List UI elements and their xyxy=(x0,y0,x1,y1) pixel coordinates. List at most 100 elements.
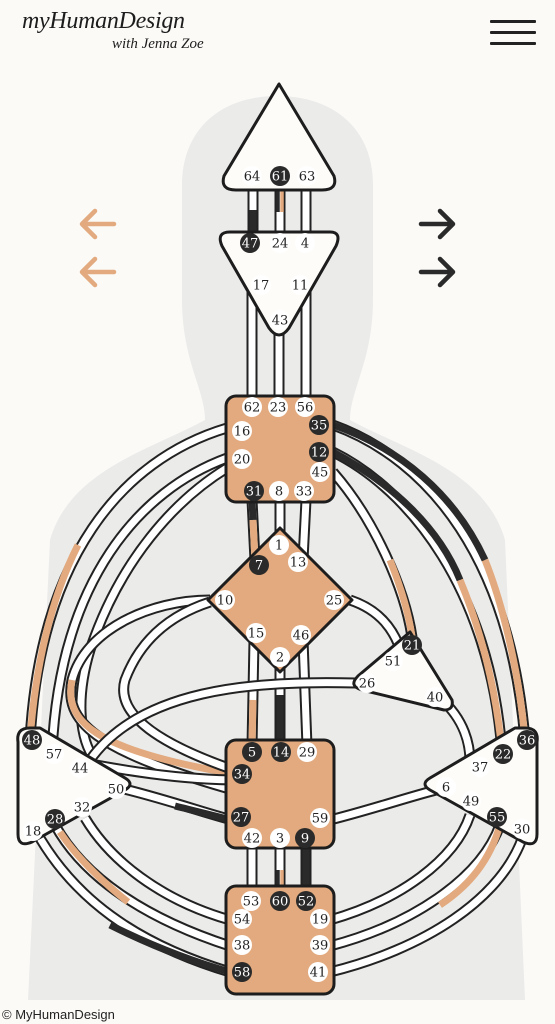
gate-circle xyxy=(461,791,481,811)
gate-circle xyxy=(232,449,252,469)
gate-17[interactable]: 17 xyxy=(251,275,271,295)
gate-6[interactable]: 6 xyxy=(436,777,456,797)
gate-number: 3 xyxy=(276,832,284,847)
gate-35[interactable]: 35 xyxy=(309,415,329,435)
gate-37[interactable]: 37 xyxy=(470,757,490,777)
gate-number: 59 xyxy=(312,812,329,827)
gate-60[interactable]: 60 xyxy=(270,891,290,911)
gate-circle xyxy=(269,535,289,555)
gate-circle xyxy=(517,730,537,750)
gate-number: 18 xyxy=(25,825,42,840)
gate-33[interactable]: 33 xyxy=(294,481,314,501)
gate-64[interactable]: 64 xyxy=(242,166,262,186)
gate-circle xyxy=(23,821,43,841)
gate-number: 53 xyxy=(243,895,260,910)
gate-46[interactable]: 46 xyxy=(291,625,311,645)
gate-circle xyxy=(240,233,260,253)
gate-5[interactable]: 5 xyxy=(242,742,262,762)
gate-57[interactable]: 57 xyxy=(44,744,64,764)
channel-59-6 xyxy=(328,784,438,826)
gate-9[interactable]: 9 xyxy=(295,828,315,848)
gate-number: 46 xyxy=(293,629,310,644)
gate-number: 13 xyxy=(290,556,307,571)
gate-22[interactable]: 22 xyxy=(493,744,513,764)
gate-1[interactable]: 1 xyxy=(269,535,289,555)
gate-21[interactable]: 21 xyxy=(402,635,422,655)
gate-23[interactable]: 23 xyxy=(268,397,288,417)
gate-circle xyxy=(308,962,328,982)
gate-45[interactable]: 45 xyxy=(310,462,330,482)
centers-layer xyxy=(16,82,539,996)
gate-48[interactable]: 48 xyxy=(22,730,42,750)
gate-47[interactable]: 47 xyxy=(240,233,260,253)
gate-31[interactable]: 31 xyxy=(244,481,264,501)
gate-58[interactable]: 58 xyxy=(232,962,252,982)
gate-32[interactable]: 32 xyxy=(72,797,92,817)
arrows-layer xyxy=(79,208,456,288)
gate-8[interactable]: 8 xyxy=(269,481,289,501)
hamburger-menu-icon[interactable] xyxy=(490,20,536,46)
gate-7[interactable]: 7 xyxy=(249,555,269,575)
gate-63[interactable]: 63 xyxy=(297,166,317,186)
gate-18[interactable]: 18 xyxy=(23,821,43,841)
gate-number: 29 xyxy=(299,746,316,761)
gate-circle xyxy=(493,744,513,764)
center-ajna xyxy=(218,230,340,337)
gate-52[interactable]: 52 xyxy=(296,891,316,911)
gate-number: 57 xyxy=(46,748,63,763)
gate-50[interactable]: 50 xyxy=(106,779,126,799)
logo-title[interactable]: myHumanDesign xyxy=(22,8,185,34)
gate-4[interactable]: 4 xyxy=(295,233,315,253)
gate-number: 17 xyxy=(253,279,270,294)
gate-number: 39 xyxy=(312,939,329,954)
gate-number: 25 xyxy=(326,594,343,609)
gate-25[interactable]: 25 xyxy=(324,590,344,610)
gate-39[interactable]: 39 xyxy=(310,935,330,955)
gate-49[interactable]: 49 xyxy=(461,791,481,811)
gate-10[interactable]: 10 xyxy=(215,590,235,610)
gate-circle xyxy=(249,555,269,575)
gate-38[interactable]: 38 xyxy=(232,935,252,955)
gate-27[interactable]: 27 xyxy=(231,807,251,827)
gate-51[interactable]: 51 xyxy=(383,651,403,671)
gate-28[interactable]: 28 xyxy=(45,809,65,829)
gate-number: 37 xyxy=(472,761,489,776)
gate-number: 60 xyxy=(272,895,289,910)
gate-43[interactable]: 43 xyxy=(270,310,290,330)
gate-53[interactable]: 53 xyxy=(241,891,261,911)
gate-19[interactable]: 19 xyxy=(310,909,330,929)
gate-3[interactable]: 3 xyxy=(270,828,290,848)
gate-number: 14 xyxy=(273,746,290,761)
gate-29[interactable]: 29 xyxy=(297,742,317,762)
gate-15[interactable]: 15 xyxy=(246,623,266,643)
gate-number: 38 xyxy=(234,939,251,954)
gate-number: 52 xyxy=(298,895,315,910)
gate-20[interactable]: 20 xyxy=(232,449,252,469)
gate-36[interactable]: 36 xyxy=(517,730,537,750)
gate-14[interactable]: 14 xyxy=(271,742,291,762)
gate-24[interactable]: 24 xyxy=(270,233,290,253)
gate-44[interactable]: 44 xyxy=(70,758,90,778)
gate-circle xyxy=(232,421,252,441)
gate-30[interactable]: 30 xyxy=(512,819,532,839)
gate-13[interactable]: 13 xyxy=(288,552,308,572)
gate-59[interactable]: 59 xyxy=(310,808,330,828)
gate-34[interactable]: 34 xyxy=(232,764,252,784)
gate-12[interactable]: 12 xyxy=(309,442,329,462)
gate-circle xyxy=(270,828,290,848)
gate-26[interactable]: 26 xyxy=(357,673,377,693)
channel-26-44 xyxy=(85,677,357,764)
gate-41[interactable]: 41 xyxy=(308,962,328,982)
gate-40[interactable]: 40 xyxy=(425,687,445,707)
gate-55[interactable]: 55 xyxy=(487,807,507,827)
gate-61[interactable]: 61 xyxy=(270,166,290,186)
gate-11[interactable]: 11 xyxy=(290,275,310,295)
gate-62[interactable]: 62 xyxy=(242,397,262,417)
arrow-right-icon xyxy=(418,208,456,240)
gate-42[interactable]: 42 xyxy=(242,828,262,848)
gate-16[interactable]: 16 xyxy=(232,421,252,441)
gate-circle xyxy=(294,481,314,501)
gate-2[interactable]: 2 xyxy=(270,647,290,667)
gate-54[interactable]: 54 xyxy=(232,909,252,929)
gate-56[interactable]: 56 xyxy=(295,397,315,417)
